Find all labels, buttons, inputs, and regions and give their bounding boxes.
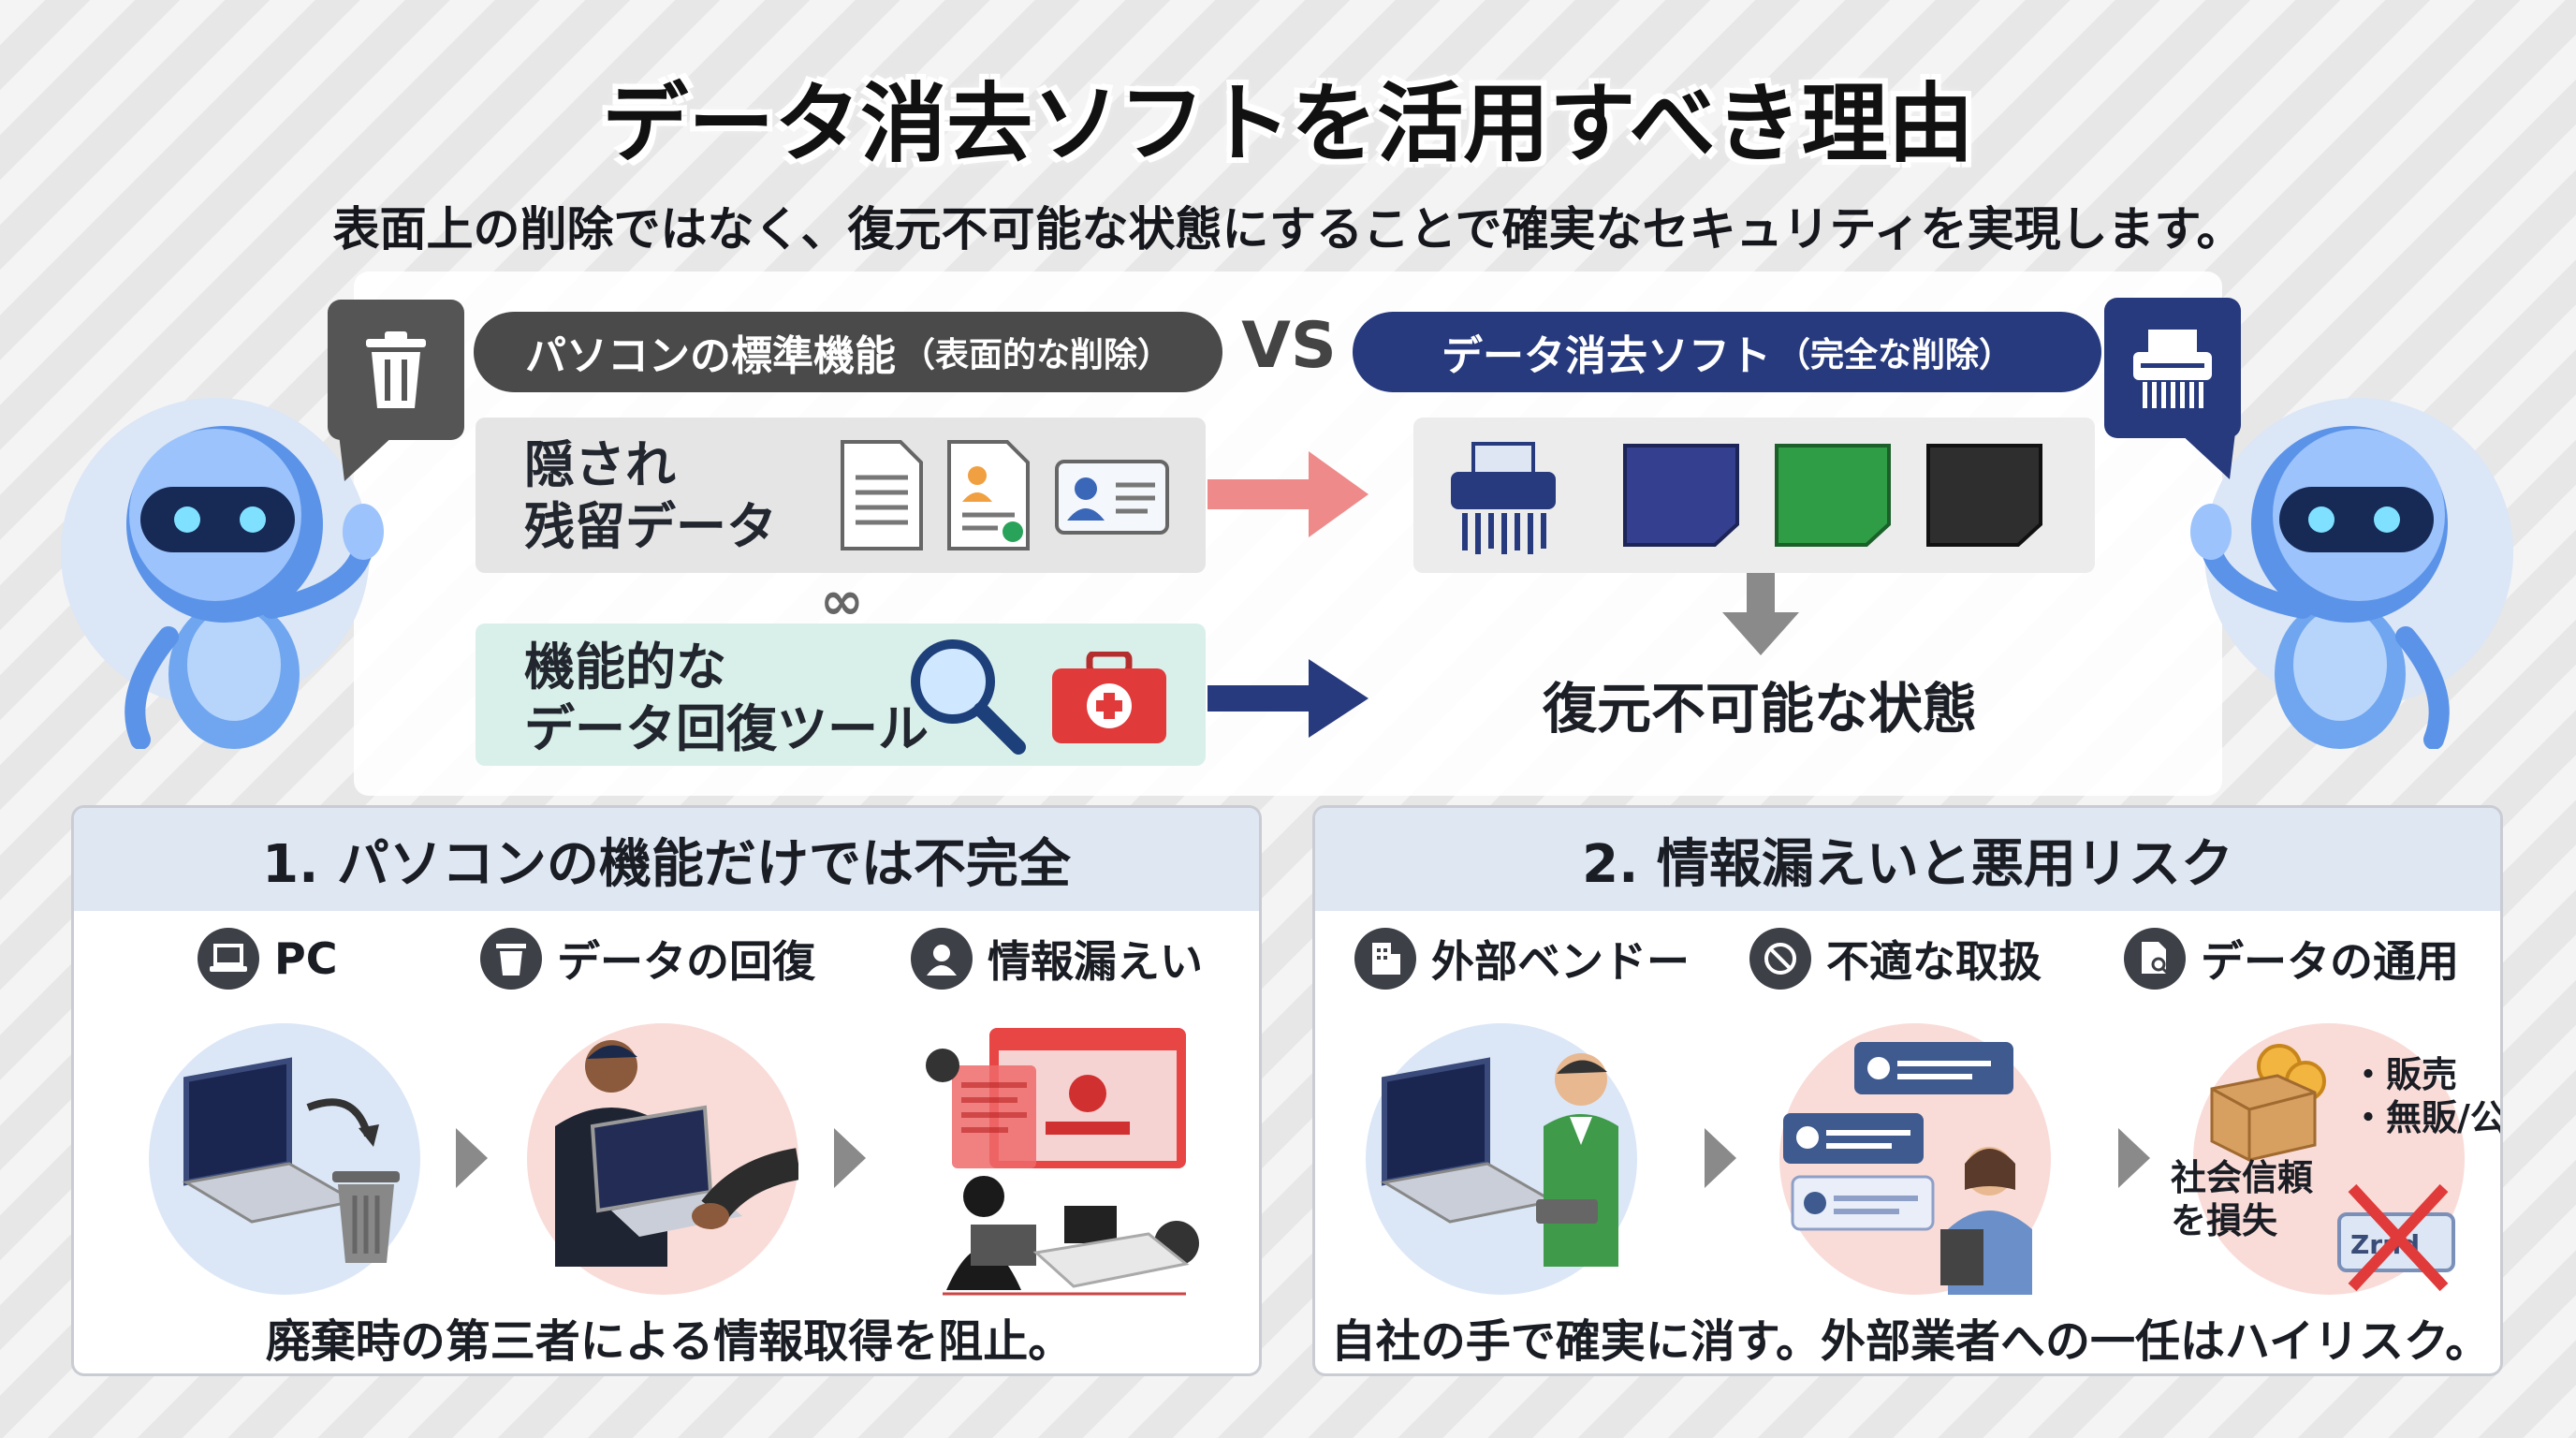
recovery-tool-box: 機能的な データ回復ツール bbox=[476, 624, 1206, 766]
shredder-tag bbox=[2104, 298, 2241, 438]
card-1-footer: 廃棄時の第三者による情報取得を阻止。 bbox=[265, 1315, 1074, 1368]
step-pc-label: PC bbox=[274, 933, 338, 984]
step-external-vendor-label: 外部ベンドー bbox=[1431, 936, 1690, 987]
step-improper-handling-label: 不適な取扱 bbox=[1826, 936, 2042, 987]
id-card-icon bbox=[1055, 460, 1169, 535]
note-publish: ・無販/公開 bbox=[2350, 1097, 2503, 1138]
step-info-leak: 情報漏えい bbox=[911, 928, 1203, 990]
hidden-data-box: 隠され 残留データ bbox=[476, 418, 1206, 573]
trash-icon bbox=[366, 331, 426, 408]
erase-software-label: データ消去ソフト bbox=[1441, 332, 1771, 380]
tag-right-pointer bbox=[2179, 433, 2235, 479]
step-data-recovery-label: データの回復 bbox=[557, 936, 815, 987]
red-arrow-icon bbox=[1208, 451, 1368, 537]
note-trust: 社会信頼 を損失 bbox=[2171, 1156, 2313, 1242]
step-external-vendor: 外部ベンドー bbox=[1354, 928, 1690, 990]
erase-software-pill: データ消去ソフト（完全な削除） bbox=[1353, 312, 2101, 392]
vendor-scene bbox=[1366, 1023, 1637, 1295]
standard-function-sub: （表面的な削除） bbox=[900, 336, 1171, 374]
down-arrow-icon bbox=[1722, 573, 1799, 655]
robot-right-illustration bbox=[2181, 393, 2518, 750]
card-incomplete-function: 1. パソコンの機能だけでは不完全 PC データの回復 情報漏えい bbox=[71, 805, 1262, 1376]
tag-left-pointer bbox=[339, 434, 395, 481]
document-icon bbox=[841, 440, 923, 550]
recovery-tool-text: 機能的な データ回復ツール bbox=[524, 637, 929, 760]
recovery-tool-line2: データ回復ツール bbox=[524, 699, 929, 758]
user-icon bbox=[911, 928, 973, 990]
step-improper-handling: 不適な取扱 bbox=[1749, 928, 2042, 990]
flow-chevron-icon bbox=[456, 1128, 488, 1188]
robot-left-illustration bbox=[56, 393, 393, 750]
navy-arrow-icon bbox=[1208, 659, 1368, 738]
shredder-machine-icon bbox=[1451, 442, 1556, 554]
standard-function-label: パソコンの標準機能 bbox=[524, 332, 896, 380]
first-aid-kit-icon bbox=[1052, 652, 1166, 743]
page-subtitle: 表面上の削除ではなく、復元不可能な状態にすることで確実なセキュリティを実現します… bbox=[332, 202, 2244, 257]
card-2-footer: 自社の手で確実に消す。外部業者への一任はハイリスク。 bbox=[1330, 1315, 2491, 1368]
hidden-data-text: 隠され 残留データ bbox=[524, 434, 777, 558]
vs-label: VS bbox=[1241, 309, 1337, 383]
laptop-trash-scene bbox=[149, 1023, 420, 1295]
page-title: データ消去ソフトを活用すべき理由 bbox=[602, 74, 1974, 174]
improper-handling-scene bbox=[1779, 1023, 2051, 1295]
link-icon: ∞ bbox=[820, 571, 864, 632]
prohibited-icon bbox=[1749, 928, 1811, 990]
card-2-heading: 2. 情報漏えいと悪用リスク bbox=[1315, 808, 2500, 911]
step-info-leak-label: 情報漏えい bbox=[988, 936, 1203, 987]
recovery-tool-line1: 機能的な bbox=[524, 638, 726, 697]
step-pc: PC bbox=[198, 928, 337, 990]
hidden-data-line2: 残留データ bbox=[524, 497, 777, 556]
erased-block-navy-icon bbox=[1623, 444, 1739, 547]
note-trust-line2: を損失 bbox=[2171, 1200, 2278, 1241]
flow-chevron-icon bbox=[2118, 1128, 2150, 1188]
card-leak-risk: 2. 情報漏えいと悪用リスク 外部ベンドー 不適な取扱 データの通用 bbox=[1312, 805, 2503, 1376]
step-data-recovery: データの回復 bbox=[480, 928, 815, 990]
laptop-icon bbox=[198, 928, 259, 990]
trash-icon bbox=[480, 928, 542, 990]
standard-function-pill: パソコンの標準機能（表面的な削除） bbox=[474, 312, 1222, 392]
hidden-data-line1: 隠され bbox=[524, 435, 676, 494]
erased-block-green-icon bbox=[1775, 444, 1891, 547]
note-trust-line1: 社会信頼 bbox=[2171, 1157, 2314, 1198]
profile-document-icon bbox=[947, 440, 1030, 550]
building-icon bbox=[1354, 928, 1416, 990]
step-data-use-label: データの通用 bbox=[2201, 936, 2459, 987]
step-data-use: データの通用 bbox=[2124, 928, 2459, 990]
flow-chevron-icon bbox=[834, 1128, 866, 1188]
trash-tag bbox=[328, 300, 464, 440]
shredder-icon bbox=[2133, 330, 2212, 408]
card-1-heading: 1. パソコンの機能だけでは不完全 bbox=[74, 808, 1259, 911]
note-sale: ・販売 bbox=[2350, 1054, 2458, 1095]
unrecoverable-state-label: 復元不可能な状態 bbox=[1542, 677, 1977, 741]
erase-result-box bbox=[1413, 418, 2095, 573]
hacker-scene bbox=[905, 1009, 1214, 1318]
flow-chevron-icon bbox=[1705, 1128, 1736, 1188]
data-misuse-scene: Zrnd bbox=[2193, 1023, 2465, 1295]
document-search-icon bbox=[2124, 928, 2186, 990]
erased-block-black-icon bbox=[1926, 444, 2042, 547]
magnifier-icon bbox=[911, 639, 1026, 755]
laptop-handover-scene bbox=[527, 1023, 802, 1295]
erase-software-sub: （完全な削除） bbox=[1776, 336, 2012, 374]
